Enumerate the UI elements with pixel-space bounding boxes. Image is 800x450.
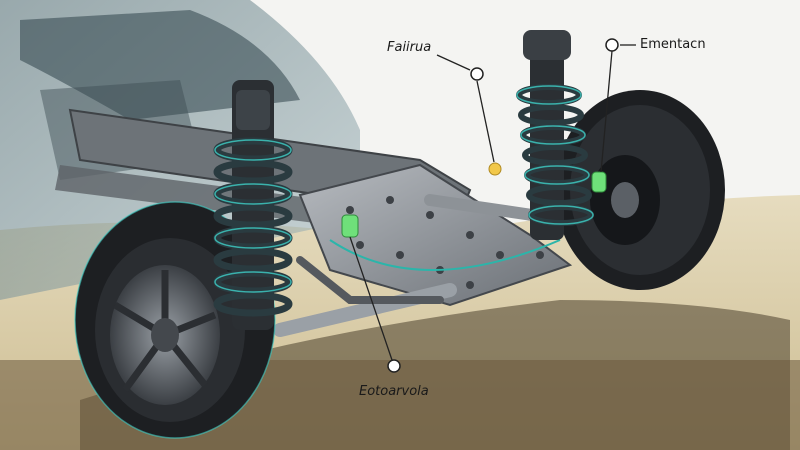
control-arm xyxy=(296,256,444,304)
brake-line xyxy=(329,239,561,271)
car-window xyxy=(20,10,300,120)
sensor-green-1 xyxy=(341,214,359,238)
rear-coilover xyxy=(516,30,594,240)
sensor-green-2 xyxy=(591,171,607,193)
callout-3-marker xyxy=(387,359,401,373)
rear-wheel xyxy=(555,90,725,290)
skid-plate xyxy=(298,163,573,307)
callout-2-marker xyxy=(605,38,619,52)
callout-3-leader xyxy=(349,236,393,361)
callout-1-anchor-dot xyxy=(488,162,502,176)
callout-label-2: Ementacn xyxy=(640,37,706,52)
front-coilover xyxy=(213,80,293,330)
callout-1-marker xyxy=(470,67,484,81)
plate-bolts xyxy=(346,196,544,289)
callout-label-1: Faiirua xyxy=(387,40,432,55)
callout-2-leader xyxy=(600,44,636,173)
callout-label-3: Eotoarvola xyxy=(359,384,429,399)
front-wheel xyxy=(74,201,276,439)
callout-1-leader xyxy=(436,54,495,163)
